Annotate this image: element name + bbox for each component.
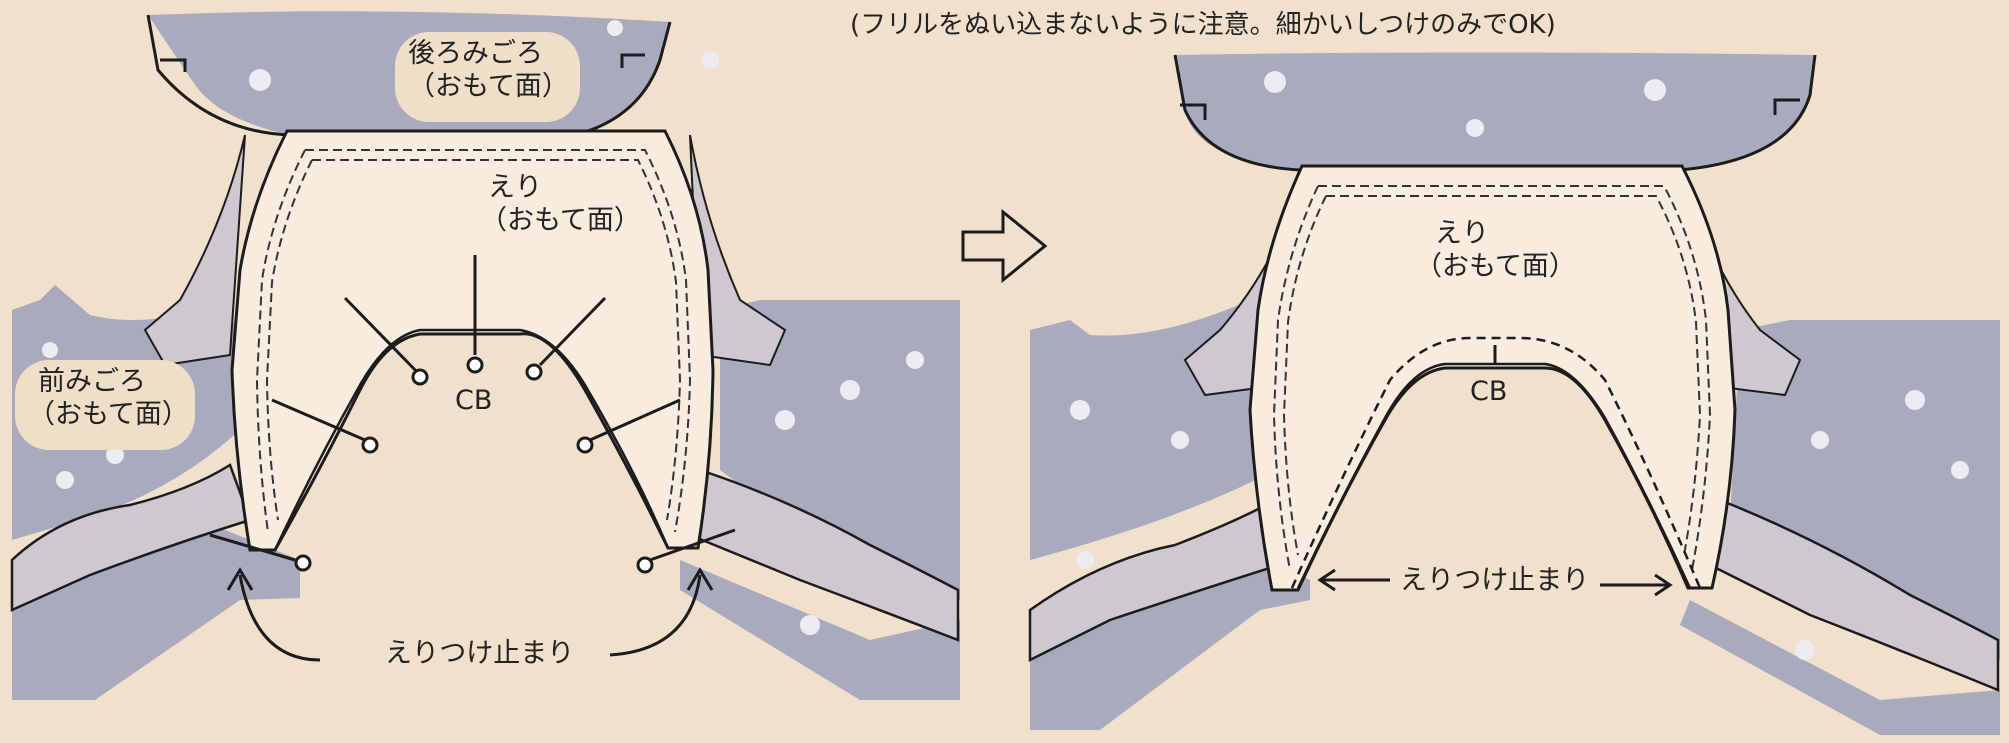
front-bodice-label-line1: 前みごろ [38, 366, 146, 397]
pointer-arrow-right [609, 574, 702, 657]
lace-left [10, 463, 252, 612]
lace-right-panel-right [1708, 498, 2000, 692]
stop-label-left: えりつけ止まり [385, 638, 575, 669]
pins-left [209, 255, 736, 574]
pin-icon [209, 533, 312, 572]
front-bodice-right-panel-b [1030, 540, 1310, 730]
stop-label-right: えりつけ止まり [1400, 565, 1590, 596]
collar-left [230, 129, 715, 552]
front-bodice-label-line2: （おもて面） [28, 398, 189, 430]
collar-left-stitching [255, 149, 692, 533]
neckline-seam-left [273, 328, 670, 551]
collar-right-stitching [1272, 185, 1712, 571]
back-bodice-dots [249, 20, 719, 101]
back-bodice-label-line2: （おもて面） [408, 70, 569, 102]
pin-icon [576, 398, 681, 454]
basting-line [1290, 336, 1702, 589]
stop-arrows [1317, 568, 1673, 597]
collar-label-right: えり （おもて面） [1415, 218, 1576, 284]
front-bodice-dots [42, 342, 924, 635]
back-bodice-right [1175, 52, 1815, 170]
pin-icon [636, 528, 736, 574]
back-bodice-label-bg [395, 32, 580, 122]
left-panel [10, 11, 960, 700]
back-bodice-outline [146, 14, 672, 137]
lace-right-panel-left [1028, 498, 1297, 663]
pin-icon [525, 296, 607, 381]
front-bodice-label: 前みごろ （おもて面） [28, 366, 189, 432]
pin-icon [271, 398, 379, 454]
cb-label-left: CB [455, 385, 493, 416]
collar-label-left: えり （おもて面） [480, 172, 641, 238]
front-bodice-right-a [720, 300, 960, 600]
pointer-arrow-left [238, 574, 321, 662]
collar-left-stitching-inner [265, 159, 682, 521]
right-arrow-icon [961, 208, 1048, 284]
collar-right [1248, 164, 1737, 592]
right-panel [1028, 52, 2000, 735]
lace-frill-right-top [689, 134, 787, 367]
back-bodice-label: 後ろみごろ （おもて面） [408, 38, 569, 104]
lace-frill-left-top [143, 134, 246, 367]
lace-right [688, 468, 960, 642]
back-bodice-label-line1: 後ろみごろ [408, 38, 543, 69]
front-bodice-right-panel-c [1730, 320, 2000, 660]
pin-icon [343, 296, 429, 386]
front-bodice-right-b [680, 560, 960, 700]
collar-label-right-line1: えり [1435, 218, 1489, 249]
cb-label-right: CB [1470, 376, 1508, 407]
front-bodice-label-bg [15, 360, 195, 450]
instruction-note: (フリルをぬい込まないように注意。細かいしつけのみでOK) [850, 10, 1556, 40]
pin-icon [466, 255, 484, 374]
front-bodice-right-panel-d [1680, 600, 2000, 735]
collar-label-left-line1: えり [488, 172, 542, 203]
collar-label-right-line2: （おもて面） [1415, 250, 1576, 282]
collar-label-left-line2: （おもて面） [480, 204, 641, 236]
